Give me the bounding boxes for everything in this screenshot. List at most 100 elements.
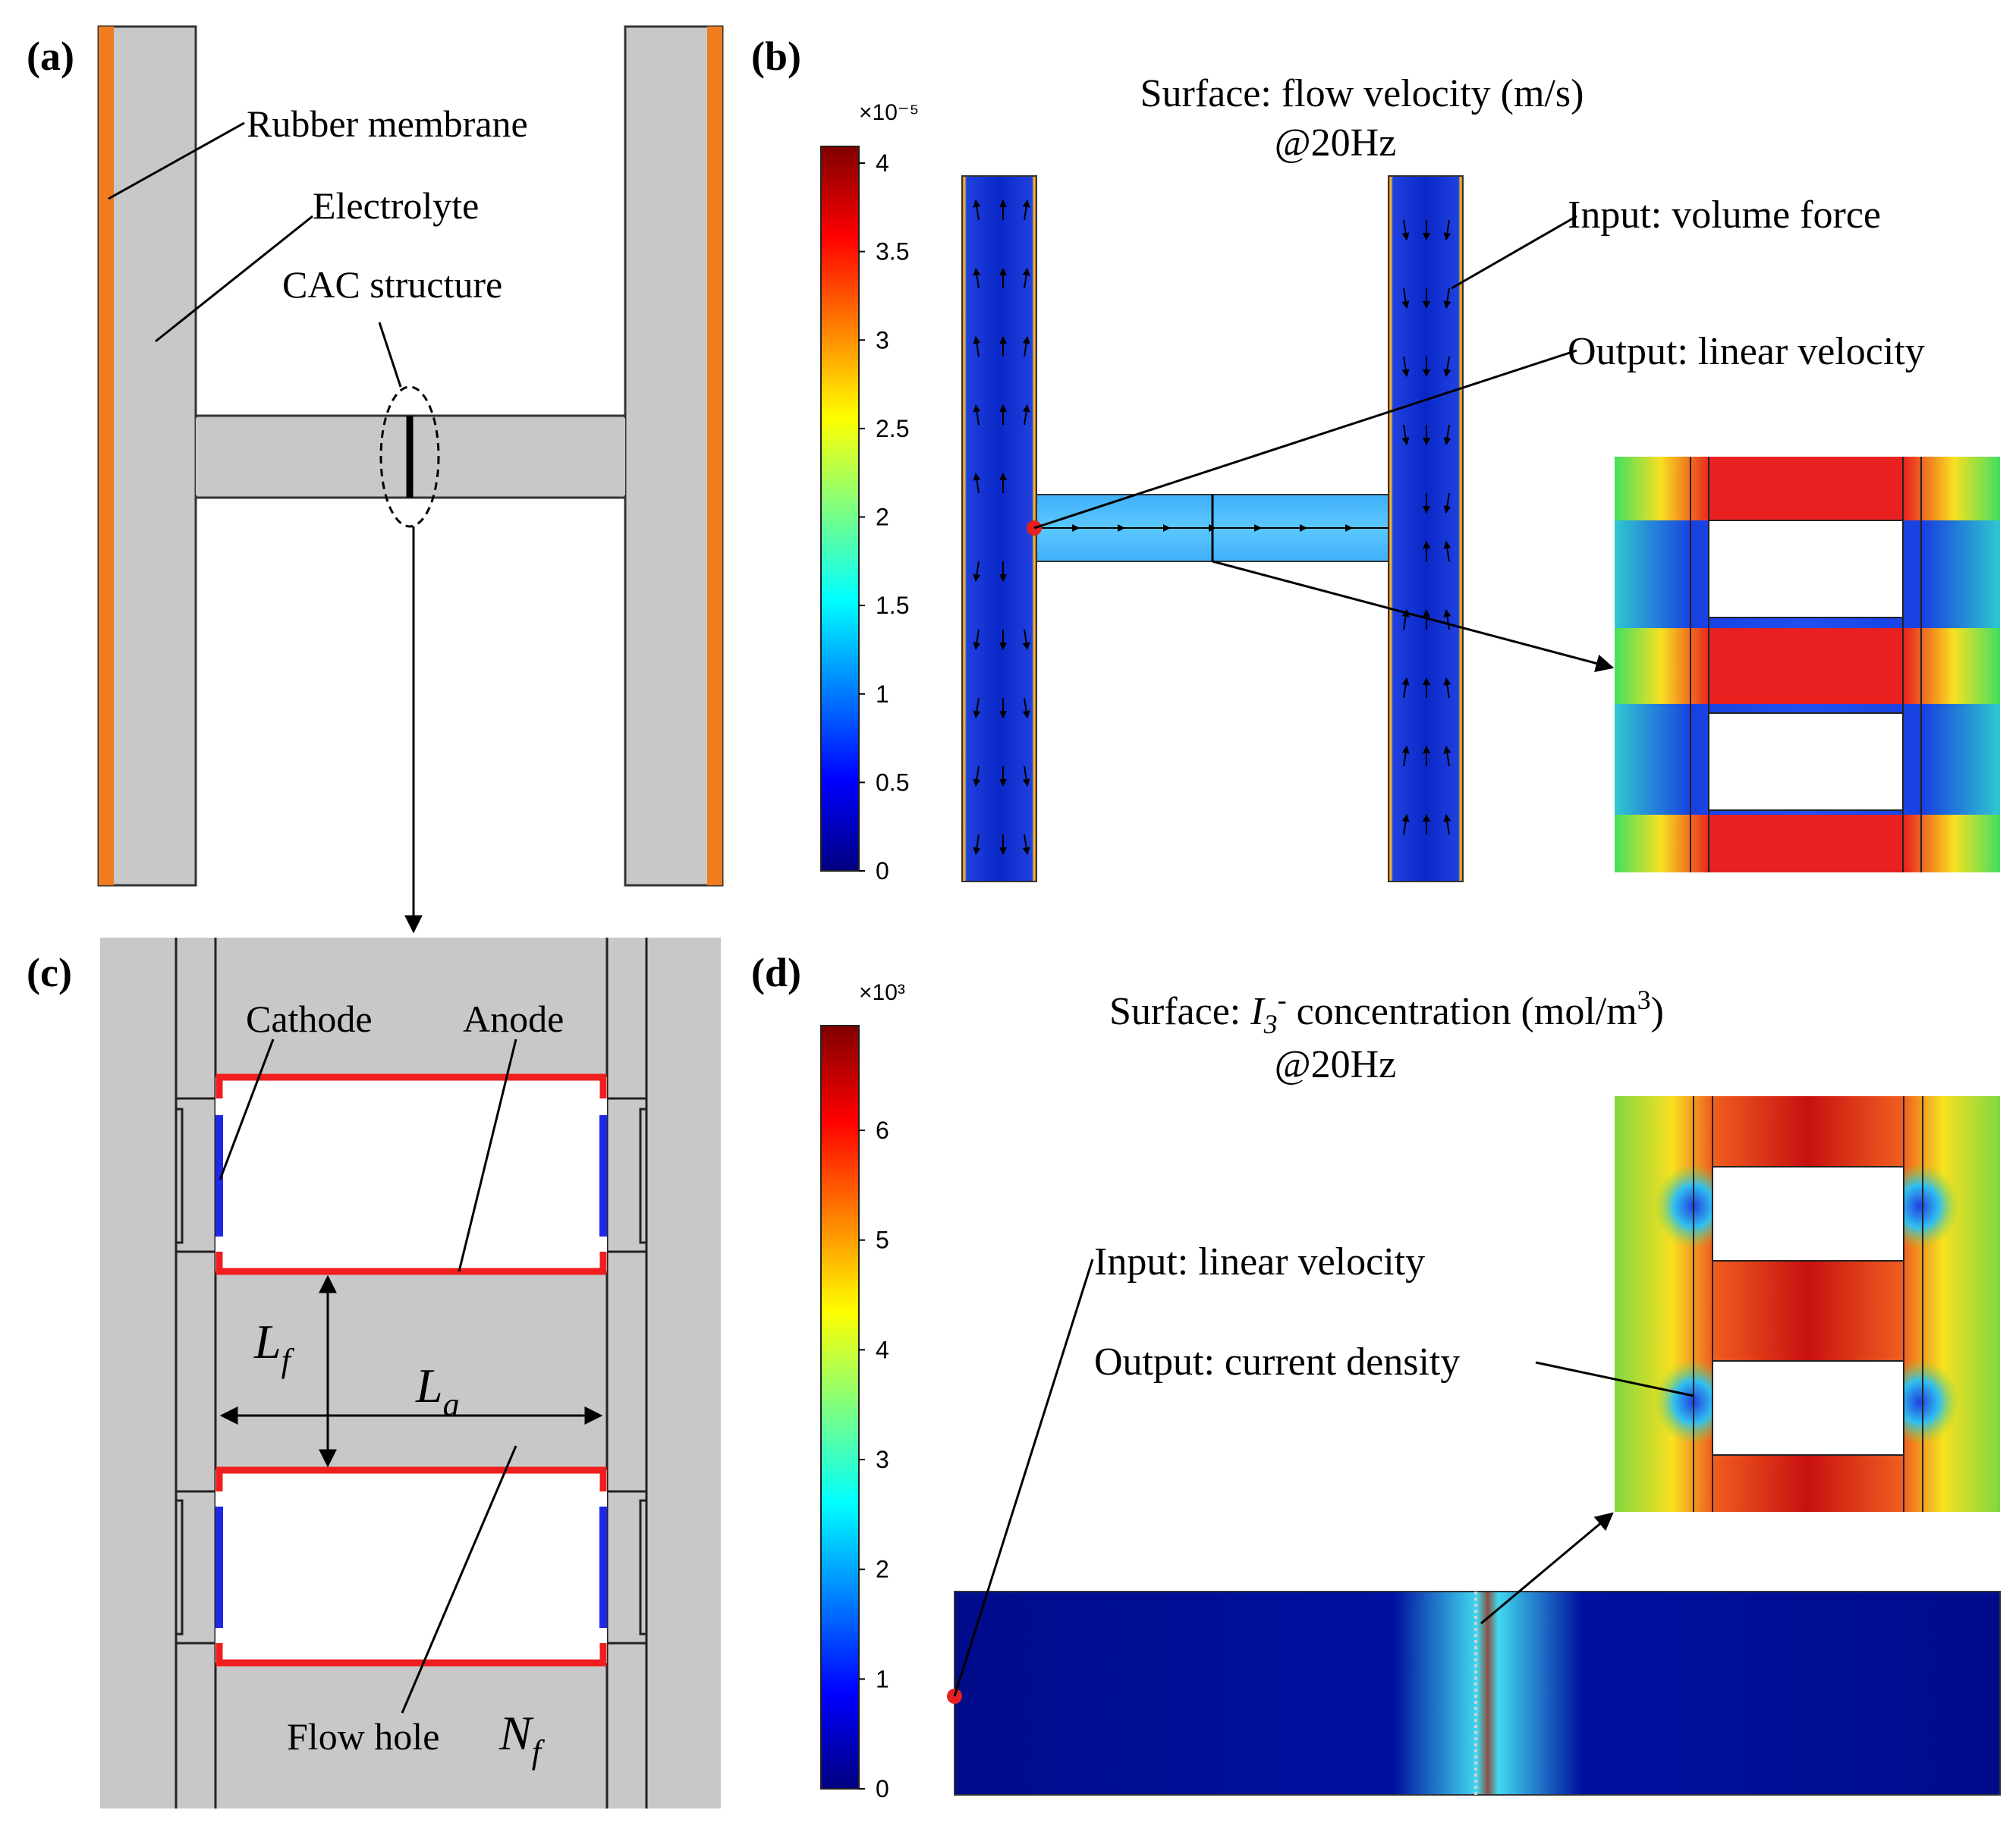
inset-d [1615, 1096, 2000, 1512]
anode-bottom-1 [215, 1252, 607, 1275]
panel-c-label: (c) [27, 950, 72, 995]
flow-hole-leader [401, 1445, 517, 1714]
electrolyte-leader [155, 215, 313, 343]
la-label: La [415, 1359, 460, 1423]
panel-b-title-line2: @20Hz [1275, 121, 1397, 165]
colorbar-d-exponent: ×10³ [859, 980, 905, 1005]
channel-join-left [196, 418, 199, 495]
input-linear-velocity-leader [953, 1259, 1094, 1697]
flow-right-chamber [1388, 175, 1464, 882]
anode-leader [458, 1039, 517, 1272]
rubber-membrane-leader [108, 121, 245, 200]
velocity-arrow [973, 697, 981, 718]
panel-d-title-suffix: concentration (mol/m [1287, 990, 1637, 1033]
cac-structure-label: CAC structure [282, 263, 502, 306]
velocity-arrow [1022, 629, 1030, 650]
panel-d-title-species-sup: - [1278, 985, 1287, 1015]
velocity-arrow [1022, 200, 1030, 221]
output-current-density-leader [1535, 1361, 1694, 1397]
rubber-membrane-label: Rubber membrane [247, 102, 528, 145]
velocity-arrow [1401, 746, 1410, 767]
velocity-arrow [1443, 424, 1451, 445]
panel-d-title-line1: Surface: I3- concentration (mol/m3) [1109, 985, 1664, 1039]
colorbar-b-tick-label: 1.5 [876, 592, 909, 619]
velocity-arrow [973, 404, 981, 426]
electrolyte-label: Electrolyte [313, 184, 479, 227]
colorbar-b-tick-label: 0 [876, 857, 889, 885]
velocity-arrow [1022, 697, 1030, 718]
flow-hole-1 [215, 1077, 607, 1271]
colorbar-d-tick-label: 0 [876, 1775, 889, 1802]
inset-b [1615, 457, 2000, 872]
channel-join-right [622, 418, 625, 495]
colorbar-b-tick-label: 4 [876, 149, 889, 177]
anode-bottom-2 [215, 1643, 607, 1667]
velocity-arrow [973, 561, 981, 582]
la-subscript: a [443, 1386, 460, 1423]
left-rubber-membrane [99, 27, 114, 885]
anode-top-2 [215, 1466, 607, 1491]
velocity-arrow [1401, 424, 1410, 445]
cathode-label: Cathode [246, 998, 373, 1040]
inset-b-hole-2 [1708, 712, 1904, 811]
inset-b-rails [1690, 457, 1922, 872]
colorbar-b-tick-label: 1 [876, 680, 889, 708]
inset-d-hole-1 [1712, 1166, 1904, 1262]
inset-d-arrow [1480, 1512, 1614, 1625]
colorbar-d-tick-label: 1 [876, 1665, 889, 1692]
panel-d-title-prefix: Surface: [1109, 990, 1250, 1033]
colorbar-b [820, 146, 860, 872]
velocity-arrow [1022, 765, 1030, 787]
flow-hole-2 [215, 1470, 607, 1663]
velocity-arrow [1443, 609, 1451, 630]
colorbar-d-tick-label: 3 [876, 1446, 889, 1473]
input-linear-velocity-label: Input: linear velocity [1094, 1240, 1425, 1284]
velocity-arrow [1401, 219, 1410, 240]
velocity-arrow [1401, 288, 1410, 309]
velocity-arrow [973, 473, 981, 494]
anode-top-1 [215, 1073, 607, 1098]
colorbar-b-tick-label: 2 [876, 504, 889, 531]
flow-hole-label: Flow hole [287, 1715, 439, 1758]
panel-d: (d) Surface: I3- concentration (mol/m3) … [751, 950, 2001, 1802]
colorbar-d-tick-label: 6 [876, 1117, 889, 1144]
lf-main: L [253, 1315, 281, 1369]
velocity-arrow [973, 629, 981, 650]
velocity-arrow [1443, 814, 1451, 835]
inset-d-hole-2 [1712, 1360, 1904, 1456]
velocity-arrow [1443, 356, 1451, 377]
velocity-arrow [1443, 219, 1451, 240]
inset-b-arrow [1212, 560, 1615, 673]
panel-d-label: (d) [751, 950, 801, 995]
inset-b-hole-1 [1708, 520, 1904, 618]
input-volume-force-label: Input: volume force [1568, 193, 1881, 237]
right-rubber-membrane [707, 27, 722, 885]
colorbar-b-tick-label: 0.5 [876, 768, 909, 796]
velocity-arrow [973, 200, 981, 221]
panel-d-title-line2: @20Hz [1275, 1043, 1397, 1086]
velocity-arrow [973, 268, 981, 289]
colorbar-d-tick-label: 2 [876, 1556, 889, 1583]
velocity-arrow [1443, 492, 1451, 514]
velocity-arrow [1401, 814, 1410, 835]
left-chamber [97, 25, 197, 887]
cac-structure-leader [378, 322, 402, 388]
cac-dashed-ellipse [379, 385, 440, 528]
velocity-arrow [1401, 677, 1410, 699]
velocity-arrow [1443, 541, 1451, 562]
velocity-arrow [1022, 834, 1030, 855]
colorbar-b-tick-label: 3 [876, 326, 889, 354]
lf-label: Lf [253, 1315, 295, 1379]
colorbar-b-ticks: 00.511.522.533.54 [859, 149, 909, 885]
inset-d-rails [1693, 1096, 1923, 1512]
velocity-arrow [1401, 356, 1410, 377]
panel-b-title-line1: Surface: flow velocity (m/s) [1140, 72, 1584, 115]
panel-d-title-species: I [1250, 990, 1266, 1033]
panel-a-label: (a) [27, 33, 74, 79]
right-chamber [624, 25, 724, 887]
panel-a: (a) Rubber membrane Electrolyte CAC stru… [27, 25, 724, 934]
inset-b-band-top [1615, 457, 2000, 520]
panel-b-label: (b) [751, 33, 801, 79]
velocity-arrow [1022, 404, 1030, 426]
